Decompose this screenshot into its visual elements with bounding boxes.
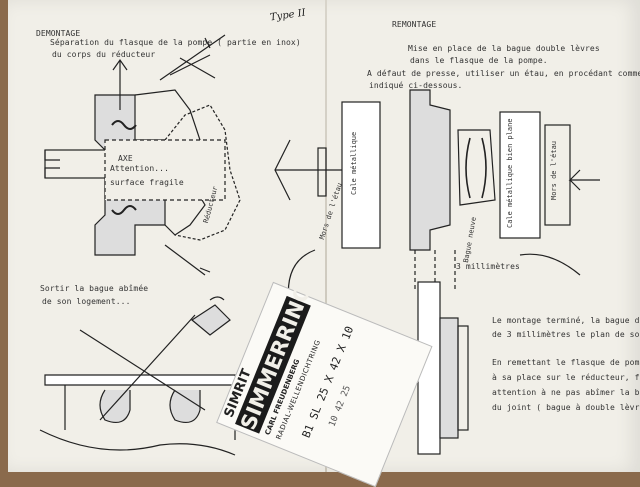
note-line4: à sa place sur le réducteur, f bbox=[492, 373, 640, 382]
note-line6: du joint ( bague à double lèvr bbox=[492, 403, 640, 412]
remontage-line3: A défaut de presse, utiliser un étau, en… bbox=[367, 69, 640, 78]
page-fold bbox=[325, 0, 327, 472]
attention-label: Attention... bbox=[110, 164, 169, 173]
mors2-label: Mors de l'étau bbox=[550, 140, 558, 200]
remontage-line4: indiqué ci-dessous. bbox=[369, 81, 463, 90]
note-line1: Le montage terminé, la bague dé bbox=[492, 316, 640, 325]
demontage-title: DEMONTAGE bbox=[36, 29, 81, 38]
millimetres-label: 3 millimètres bbox=[456, 262, 520, 271]
cale1-label: Cale métallique bbox=[350, 131, 358, 195]
note-line3: En remettant le flasque de pomp bbox=[492, 358, 640, 367]
sortir-line2: de son logement... bbox=[42, 297, 131, 306]
surface-label: surface fragile bbox=[110, 178, 184, 187]
demontage-line2: du corps du réducteur bbox=[52, 50, 156, 59]
demontage-line1: Séparation du flasque de la pompe ( part… bbox=[50, 38, 301, 47]
remontage-line1: Mise en place de la bague double lèvres bbox=[408, 44, 600, 53]
note-line5: attention à ne pas abîmer la b bbox=[492, 388, 640, 397]
remontage-line2: dans le flasque de la pompe. bbox=[410, 56, 548, 65]
axe-label: AXE bbox=[118, 154, 133, 163]
remontage-title: REMONTAGE bbox=[392, 20, 437, 29]
cale2-label: Cale métallique bien plane bbox=[506, 118, 514, 228]
sortir-line1: Sortir la bague abîmée bbox=[40, 284, 149, 293]
note-line2: de 3 millimètres le plan de son bbox=[492, 330, 640, 339]
